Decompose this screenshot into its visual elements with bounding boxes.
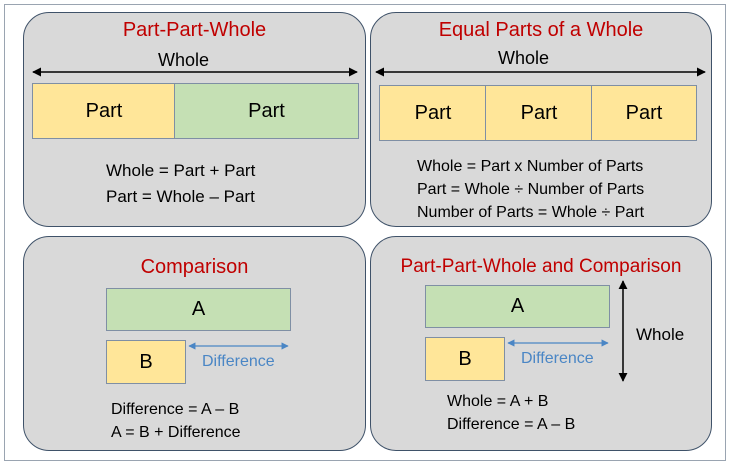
difference-label: Difference xyxy=(521,350,594,367)
panel-title: Part-Part-Whole and Comparison xyxy=(400,256,682,277)
whole-label: Whole xyxy=(636,325,685,344)
equation-2: Part = Whole ÷ Number of Parts xyxy=(417,181,645,198)
box-a: A xyxy=(106,288,291,331)
diagram-frame xyxy=(4,4,726,461)
box-b: B xyxy=(106,340,186,384)
equation-2: A = B + Difference xyxy=(111,424,241,441)
equation-3: Number of Parts = Whole ÷ Part xyxy=(417,204,645,221)
equation-2: Difference = A – B xyxy=(447,416,576,433)
panel-part-part-whole: Part-Part-Whole Whole Part Part Whole = … xyxy=(23,12,366,227)
equation-1: Whole = A + B xyxy=(447,393,549,410)
equal-part-box-1: Part xyxy=(379,85,487,141)
panel-equal-parts: Equal Parts of a Whole Whole Part Part P… xyxy=(370,12,712,227)
whole-label: Whole xyxy=(158,50,210,70)
difference-label: Difference xyxy=(202,353,275,370)
box-a: A xyxy=(425,285,610,328)
equation-1: Whole = Part x Number of Parts xyxy=(417,158,644,175)
box-b: B xyxy=(425,337,505,381)
equation-2: Part = Whole – Part xyxy=(106,187,255,206)
panel-title: Part-Part-Whole xyxy=(122,19,267,41)
whole-label: Whole xyxy=(498,48,550,68)
panel-title: Equal Parts of a Whole xyxy=(438,19,644,41)
panel-title: Comparison xyxy=(140,256,249,278)
equation-1: Difference = A – B xyxy=(111,401,240,418)
equal-part-box-2: Part xyxy=(485,85,593,141)
part-box-b: Part xyxy=(174,83,359,139)
equation-1: Whole = Part + Part xyxy=(106,161,256,180)
equal-part-box-3: Part xyxy=(591,85,697,141)
